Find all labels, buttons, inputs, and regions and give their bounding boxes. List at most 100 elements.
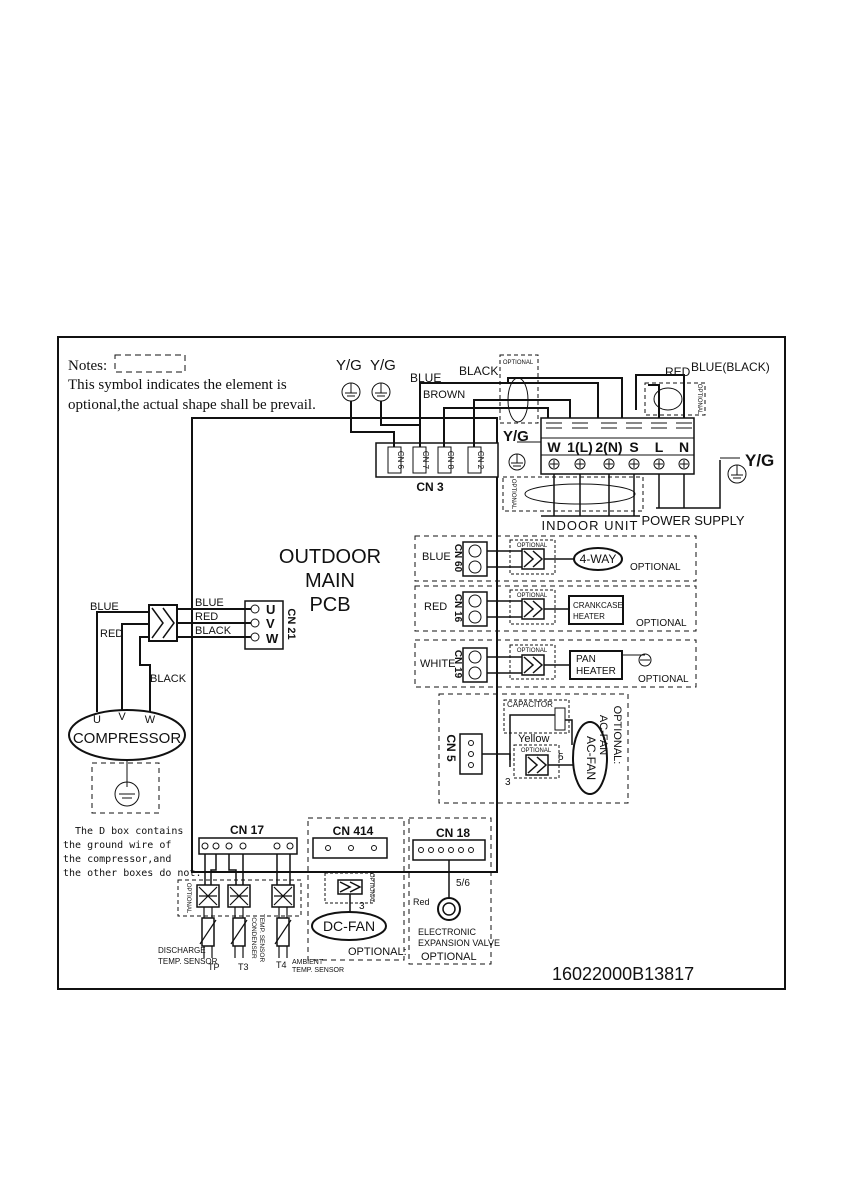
ambient-label-1: AMBIENT (292, 959, 324, 966)
power-supply-label: POWER SUPPLY (641, 513, 744, 528)
optional-box (513, 744, 560, 779)
expansion-valve (437, 897, 461, 921)
compressor-pin-v: V (118, 711, 126, 723)
part-number: 16022000B13817 (552, 964, 694, 984)
sensor-wires (204, 854, 291, 885)
cn5-wire-count: 3 (505, 777, 511, 788)
diagram-frame (57, 336, 786, 990)
terminal-label-1l: 1(L) (567, 439, 593, 455)
dbox-note-1: The D box contains (75, 826, 183, 837)
cn21-pin-w: W (266, 631, 279, 646)
notes-line-1: This symbol indicates the element is (68, 377, 287, 393)
dc-fan-optional-label: OPTIONAL: (348, 946, 407, 958)
connector-pin (458, 847, 464, 853)
ac-fan-label: AC-FAN (584, 736, 598, 780)
cn414-connector (312, 837, 388, 859)
optional-box (307, 817, 405, 961)
ac-fan-wire-count: 5 (558, 752, 564, 763)
pan-heater-label-2: HEATER (576, 666, 616, 677)
connector-pin (468, 847, 474, 853)
ground-icon (622, 653, 652, 667)
cn2-label: CN 2 (476, 451, 485, 470)
capacitor (554, 707, 566, 731)
optional-small-label: OPTIONAL (517, 648, 548, 654)
power-supply-wires (656, 460, 721, 509)
pan-heater (569, 650, 623, 680)
connector-pin (212, 842, 220, 850)
ground-icon: Y/G (336, 357, 362, 402)
terminal-screw-icon (628, 458, 640, 470)
pcb-label-line-1: OUTDOOR (279, 546, 381, 568)
terminal-label-n: N (679, 439, 689, 455)
ambient-label-2: TEMP. SENSOR (292, 967, 344, 974)
indoor-unit-label: INDOOR UNIT (542, 518, 639, 533)
cn3-label: CN 3 (416, 480, 444, 494)
compressor-wires (96, 608, 251, 712)
cn21-label: CN 21 (285, 608, 297, 639)
wire-label-red: RED (424, 601, 447, 613)
pan-heater-label-1: PAN (576, 654, 596, 665)
optional-box (509, 644, 556, 680)
eev-label-1: ELECTRONIC (418, 927, 477, 937)
wire-label-red: Red (413, 897, 430, 907)
terminal-label-2n: 2(N) (595, 439, 622, 455)
cn16-label: CN 16 (452, 594, 463, 623)
wire-label-yellow: Yellow (518, 733, 549, 745)
compressor-pin-u: U (93, 714, 101, 726)
optional-box (502, 476, 644, 512)
optional-box (408, 817, 492, 965)
optional-small-label: OPTIONAL (368, 873, 374, 904)
magnetic-ring-icon (507, 377, 529, 423)
terminal-label-s: S (629, 439, 638, 455)
cn21-pin-v: V (266, 616, 275, 631)
pcb-label-line-2: MAIN (305, 570, 355, 592)
terminal-screw-icon (574, 458, 586, 470)
connector-pin (273, 842, 281, 850)
dc-fan-wire-count: 3 (359, 901, 365, 912)
optional-small-label: OPTIONAL (517, 593, 548, 599)
dc-fan-label: DC-FAN (323, 918, 375, 934)
cn18-label: CN 18 (436, 826, 470, 840)
compressor-label: COMPRESSOR (73, 730, 182, 747)
dbox-note-3: the compressor,and (63, 854, 171, 865)
optional-box (414, 639, 697, 688)
condenser-label-1: CONDENSER (250, 917, 257, 959)
power-wires (635, 374, 685, 418)
sensor-connectors (196, 884, 295, 958)
discharge-label-2: TEMP. SENSOR (158, 957, 218, 966)
connector-pin (286, 842, 294, 850)
ac-fan-optional-1: OPTIONAL: (611, 706, 623, 765)
optional-small-label: OPTIONAL (521, 748, 552, 754)
cn17-connector (198, 837, 298, 855)
eev-wire-count: 5/6 (456, 878, 470, 889)
terminal-screw-icon (548, 458, 560, 470)
optional-label: OPTIONAL (638, 674, 689, 685)
ground-icon: Y/G (370, 357, 396, 402)
svg-text:Y/G: Y/G (745, 451, 774, 470)
ferrite-connector-icon (525, 754, 549, 776)
cn16-connector (462, 591, 488, 627)
optional-box (324, 872, 375, 904)
optional-small-label: OPTIONAL (185, 883, 191, 914)
optional-box (503, 699, 570, 734)
magnetic-ring-icon (653, 387, 683, 411)
ac-fan (572, 721, 608, 795)
wire-label-brown: BROWN (423, 389, 465, 401)
crankcase-heater (568, 595, 624, 625)
connector-pin (201, 842, 209, 850)
cn60-label: CN 60 (452, 544, 463, 573)
dc-fan (311, 911, 387, 941)
optional-box (438, 693, 629, 804)
connector-pin (418, 847, 424, 853)
ferrite-connector-icon (521, 548, 545, 570)
cn3-connector: CN 6 CN 7 CN 8 CN 2 CN 3 (375, 442, 499, 494)
cn17-pins (201, 842, 294, 850)
optional-symbol-sample (114, 354, 186, 373)
optional-small-label: OPTIONAL (510, 479, 516, 510)
ac-fan-optional-2: AC-FAN (597, 715, 609, 755)
thermistor-sensor (271, 884, 295, 958)
wire-label-black: BLACK (459, 364, 498, 378)
condenser-label-2: TEMP. SENSOR (258, 914, 265, 963)
cn19-label: CN 19 (452, 650, 463, 679)
